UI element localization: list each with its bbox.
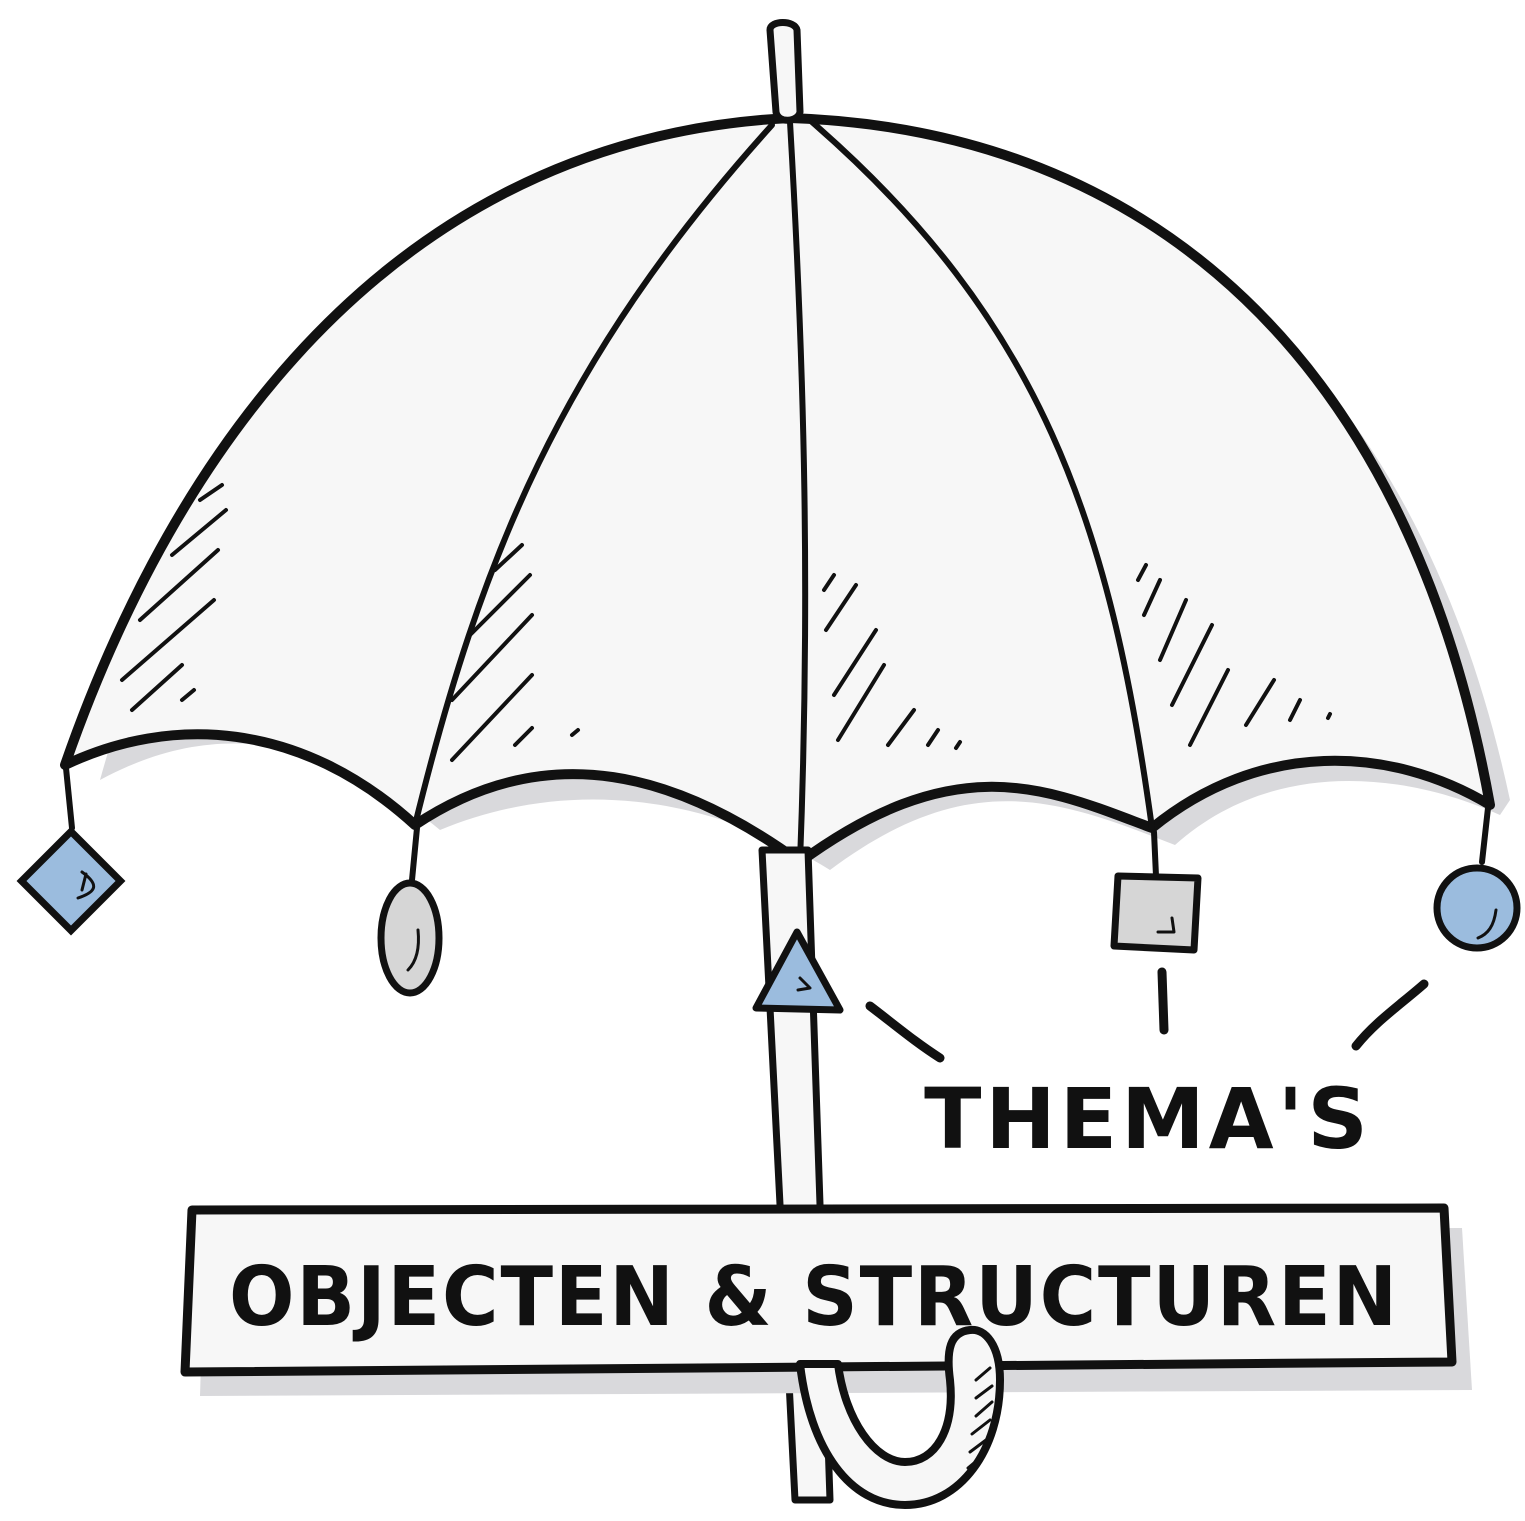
- rib-left: [412, 122, 775, 828]
- themes-label: THEMA'S: [924, 1070, 1372, 1168]
- rib-center: [787, 119, 809, 865]
- handle-hatching: [966, 1366, 994, 1470]
- charm-oval-icon: [377, 879, 443, 997]
- umbrella-tip: [766, 19, 804, 124]
- charm-diamond-icon: [16, 826, 126, 936]
- charm-strings: [63, 765, 1491, 883]
- charm-square-icon: [1110, 872, 1202, 954]
- banner-box: [180, 1203, 1457, 1377]
- canopy-hatching: [120, 483, 1332, 762]
- charm-triangle-icon: [752, 928, 844, 1014]
- umbrella-handle: [796, 1325, 1004, 1509]
- rib-right: [809, 119, 1155, 831]
- charm-circle-icon: [1433, 864, 1521, 952]
- themes-pointer-lines: [865, 967, 1429, 1063]
- umbrella-canopy: [60, 113, 1495, 867]
- banner-label: OBJECTEN & STRUCTUREN: [229, 1250, 1399, 1345]
